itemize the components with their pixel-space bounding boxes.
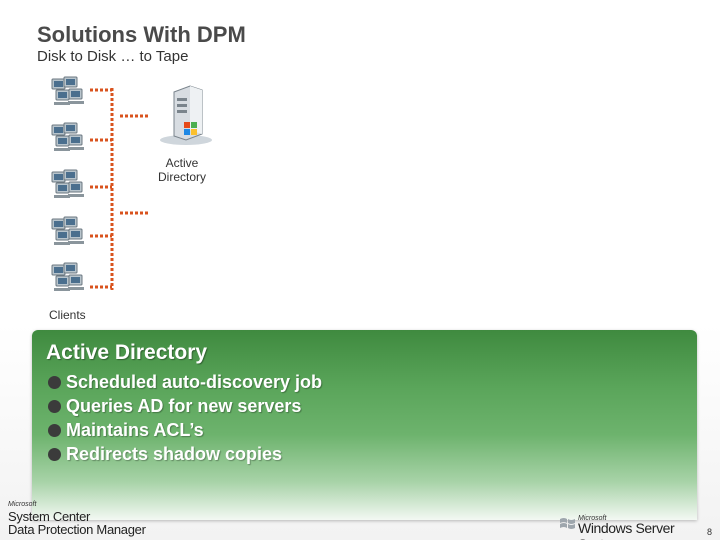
clients-label: Clients xyxy=(49,308,86,322)
microsoft-brand: Microsoft xyxy=(8,501,37,508)
computer-cluster-icon xyxy=(51,76,84,105)
client-group-5 xyxy=(50,262,86,296)
bullet-list: Scheduled auto-discovery job Queries AD … xyxy=(48,370,322,466)
windows-server-system-logo: Windows Server System xyxy=(578,520,675,540)
client-group-1 xyxy=(50,76,86,110)
product-name-line1: System Center xyxy=(8,509,91,524)
client-group-4 xyxy=(50,216,86,250)
windows-brand: Microsoft xyxy=(578,515,607,522)
bullet-icon xyxy=(48,375,61,389)
bullet-icon xyxy=(48,447,61,461)
product-name-line2: Data Protection Manager xyxy=(8,522,146,537)
computer-cluster-icon xyxy=(51,262,84,291)
list-item: Maintains ACL’s xyxy=(48,418,322,442)
active-directory-server xyxy=(160,82,212,145)
computer-cluster-icon xyxy=(51,169,84,198)
windows-flag-icon xyxy=(560,518,575,529)
server-label-line2: Directory xyxy=(157,170,206,184)
info-panel: Active Directory Scheduled auto-discover… xyxy=(32,330,697,520)
bullet-icon xyxy=(48,399,61,413)
windows-server-icon xyxy=(160,85,212,145)
client-group-3 xyxy=(50,169,86,203)
bullet-text: Scheduled auto-discovery job xyxy=(66,372,323,392)
slide-title: Solutions With DPM xyxy=(37,22,246,47)
list-item: Queries AD for new servers xyxy=(48,394,322,418)
page-number: 8 xyxy=(707,527,713,537)
panel-heading: Active Directory xyxy=(46,341,208,364)
list-item: Scheduled auto-discovery job xyxy=(48,370,322,394)
computer-cluster-icon xyxy=(51,216,84,245)
server-label-line1: Active xyxy=(165,156,199,170)
bullet-text: Queries AD for new servers xyxy=(66,396,302,416)
server-label: Active Directory xyxy=(150,156,214,184)
bullet-text: Redirects shadow copies xyxy=(66,444,283,464)
bullet-icon xyxy=(48,423,61,437)
connection-lines xyxy=(90,88,148,290)
list-item: Redirects shadow copies xyxy=(48,442,322,466)
bullet-text: Maintains ACL’s xyxy=(66,420,204,440)
slide-subtitle: Disk to Disk … to Tape xyxy=(37,48,189,65)
client-group-2 xyxy=(50,122,86,156)
computer-cluster-icon xyxy=(51,122,84,151)
